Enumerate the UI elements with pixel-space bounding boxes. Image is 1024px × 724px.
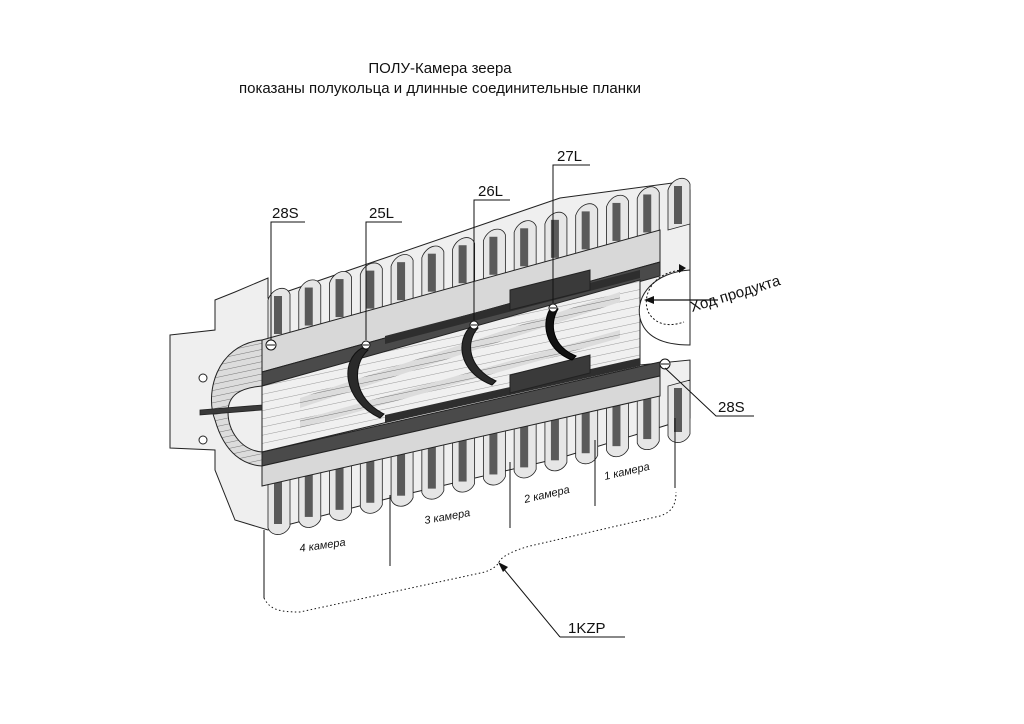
top-fin: [636, 186, 660, 239]
half-ring-27L: [545, 305, 577, 361]
callout-26L: 26L: [478, 183, 503, 200]
callout-28S-left: 28S: [272, 205, 299, 222]
bottom-fin: [390, 443, 414, 507]
bottom-fin: [667, 379, 691, 443]
screw-28S-left: [265, 339, 277, 351]
top-fin: [329, 271, 352, 324]
bottom-fin: [482, 421, 506, 486]
top-fin: [390, 254, 414, 307]
bottom-fin: [544, 407, 568, 472]
flow-direction-arrow: [644, 264, 718, 326]
long-connecting-slats: [385, 269, 640, 423]
top-fin: [513, 220, 537, 273]
bottom-fin: [421, 436, 445, 500]
bottom-fin: [575, 400, 599, 465]
bottom-fin: [452, 429, 476, 493]
bottom-fin: [267, 471, 291, 535]
half-ring-26L: [461, 324, 497, 386]
diagram-title: ПОЛУ-Камера зеера: [368, 60, 512, 77]
bottom-fin: [359, 450, 383, 514]
kzp-bracket: [263, 491, 677, 638]
bottom-fins: [267, 379, 691, 535]
chamber-4-label: 4 камера: [299, 537, 347, 555]
top-fin: [359, 262, 383, 316]
chamber-2-label: 2 камера: [522, 484, 571, 506]
bottom-fin: [329, 457, 352, 521]
chamber-dividers: [263, 418, 676, 598]
right-end-opening: [638, 269, 691, 346]
bottom-fin: [606, 393, 629, 458]
callout-1KZP: 1KZP: [568, 620, 606, 637]
flow-label: Ход продукта: [688, 272, 783, 316]
top-fin: [667, 177, 691, 231]
callout-28S-right: 28S: [718, 399, 745, 416]
top-fin: [267, 287, 291, 341]
bolt-hole-top: [198, 373, 208, 383]
bottom-fin: [636, 386, 660, 450]
top-fin: [452, 237, 476, 290]
screw-28S-right: [659, 358, 671, 370]
half-ring-25L: [347, 347, 385, 419]
left-end-section: [199, 339, 263, 467]
bottom-fin: [298, 464, 322, 528]
top-fin: [575, 203, 599, 256]
leader-lines: [270, 164, 754, 417]
diagram-subtitle: показаны полукольца и длинные соединител…: [238, 80, 642, 97]
top-fin: [421, 245, 445, 299]
chamber-3-label: 3 камера: [423, 507, 471, 527]
screw-25L: [361, 340, 371, 350]
screw-27L: [548, 303, 558, 313]
top-fin: [544, 211, 568, 265]
bolt-hole-bottom: [198, 435, 208, 445]
top-fin: [298, 279, 322, 333]
top-fin: [606, 194, 629, 248]
chamber-1-label: 1 камера: [603, 461, 651, 483]
top-fin: [482, 228, 506, 282]
screw-26L: [469, 320, 479, 330]
callout-25L: 25L: [369, 205, 394, 222]
callout-27L: 27L: [557, 148, 582, 165]
bottom-fin: [513, 414, 537, 479]
